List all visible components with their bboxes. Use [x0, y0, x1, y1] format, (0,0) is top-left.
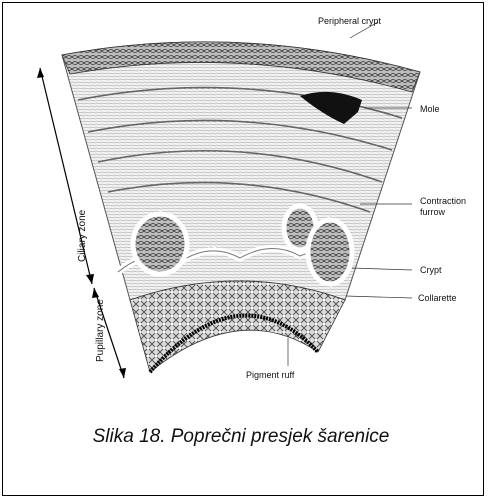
contraction-furrow-label-1: Contraction — [420, 196, 466, 206]
figure-caption: Slika 18. Poprečni presjek šarenice — [0, 426, 482, 448]
crypt — [308, 220, 352, 284]
mole-label: Mole — [420, 104, 440, 114]
contraction-furrow-label-2: furrow — [420, 207, 445, 217]
pupillary-zone-label: Pupillary zone — [95, 299, 106, 362]
ciliary-zone-label: Ciliary zone — [77, 210, 88, 262]
collarette-label: Collarette — [418, 293, 457, 303]
crypt — [133, 214, 187, 274]
crypt-label: Crypt — [420, 265, 442, 275]
peripheral-crypt-label: Peripheral crypt — [318, 16, 381, 26]
pigment-ruff-label: Pigment ruff — [246, 370, 294, 380]
